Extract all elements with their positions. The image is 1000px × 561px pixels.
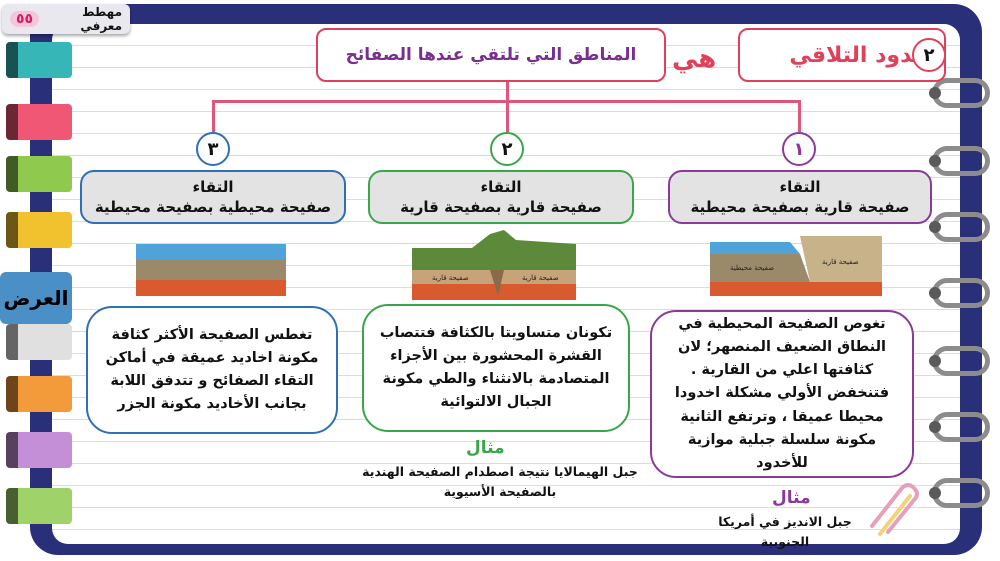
title-number-text: ٢ (923, 44, 935, 66)
diagram-ocean-ocean (136, 244, 286, 296)
type-number-1: ١ (782, 132, 816, 166)
badge-number: ٥٥ (10, 11, 40, 27)
binder-ring (929, 478, 990, 508)
type-number-3-text: ٣ (207, 138, 219, 160)
binder-ring (929, 78, 990, 108)
side-tab[interactable] (6, 488, 72, 524)
example-1-label: مثال (772, 488, 811, 508)
side-tab-edge (6, 432, 18, 468)
mantle-layer (412, 284, 576, 300)
ocean-water (710, 242, 800, 254)
side-tab[interactable] (6, 104, 72, 140)
connector-word: هي (672, 44, 717, 74)
type-1-subtitle: صفيحة قارية بصفيحة محيطية (690, 198, 910, 216)
side-tab-edge (6, 488, 18, 524)
type-number-1-text: ١ (793, 138, 805, 160)
mantle-layer (136, 280, 286, 296)
example-2-label: مثال (466, 438, 505, 458)
connector-line (506, 82, 509, 102)
side-tab[interactable] (6, 324, 72, 360)
side-tab-edge (6, 104, 18, 140)
side-tab[interactable] (6, 432, 72, 468)
description-box-2: تكونان متساويتا بالكثافة فتتصاب القشرة ا… (362, 304, 630, 432)
ocean-plate-label: صفيحة محيطية (730, 264, 774, 272)
binder-ring (929, 412, 990, 442)
side-tab[interactable] (6, 42, 72, 78)
type-number-2-text: ٢ (501, 138, 513, 160)
side-tab-edge (6, 376, 18, 412)
type-number-3: ٣ (196, 132, 230, 166)
binder-ring (929, 146, 990, 176)
description-1-text: تغوص الصفيحة المحيطية في النطاق الضعيف ا… (674, 315, 890, 471)
connector-line (212, 100, 215, 132)
type-3-subtitle: صفيحة محيطية بصفيحة محيطية (94, 198, 332, 216)
binder-ring (929, 212, 990, 242)
oceanic-plates (136, 260, 286, 280)
paperclip-icon (870, 483, 919, 536)
title-number: ٢ (912, 38, 946, 72)
mountain-surface (412, 230, 576, 270)
type-box-1: التقاء صفيحة قارية بصفيحة محيطية (668, 170, 932, 224)
binder-ring (929, 278, 990, 308)
binder-ring (929, 346, 990, 376)
type-3-title: التقاء (192, 177, 234, 196)
type-number-2: ٢ (490, 132, 524, 166)
type-box-2: التقاء صفيحة قارية بصفيحة قارية (368, 170, 634, 224)
right-plate-label: صفيحة قارية (522, 274, 559, 282)
badge-title: مهطط معرفي (80, 5, 122, 33)
continent-plate-label: صفيحة قارية (822, 258, 859, 266)
description-box-1: تغوص الصفيحة المحيطية في النطاق الضعيف ا… (650, 310, 914, 478)
example-1-text: جبل الانديز في أمريكا الجنوبية (718, 514, 852, 549)
side-tab-edge (6, 156, 18, 192)
side-tab[interactable] (6, 376, 72, 412)
lesson-badge: مهطط معرفي ٥٥ (2, 4, 130, 34)
side-tab[interactable] (6, 212, 72, 248)
side-tab-edge (6, 324, 18, 360)
mantle-layer (710, 282, 882, 296)
connector-line (506, 100, 509, 132)
diagram-continent-continent: صفيحة قارية صفيحة قارية (412, 230, 576, 300)
connector-line (798, 100, 801, 132)
description-2-text: تكونان متساويتا بالكثافة فتتصاب القشرة ا… (379, 324, 613, 411)
description-3-text: تغطس الصفيحة الأكثر كثافة مكونة اخاديد ع… (105, 326, 319, 413)
side-tab-edge (6, 212, 18, 248)
type-2-subtitle: صفيحة قارية بصفيحة قارية (400, 198, 602, 216)
side-tab[interactable] (6, 156, 72, 192)
definition-text: المناطق التي تلتقي عندها الصفائح (345, 45, 637, 65)
type-2-title: التقاء (480, 177, 522, 196)
oceanic-plate (710, 254, 810, 282)
diagram-ocean-continent: صفيحة محيطية صفيحة قارية (710, 236, 882, 296)
title-box: حدود التلاقي (738, 28, 946, 82)
page-title: حدود التلاقي (789, 42, 929, 68)
type-1-title: التقاء (779, 177, 821, 196)
tab-presentation[interactable]: العرض (0, 272, 72, 324)
type-box-3: التقاء صفيحة محيطية بصفيحة محيطية (80, 170, 346, 224)
side-tab-edge (6, 42, 18, 78)
ocean-water (136, 244, 286, 260)
continental-plate (800, 236, 882, 282)
tab-presentation-label: العرض (3, 286, 69, 310)
definition-box: المناطق التي تلتقي عندها الصفائح (316, 28, 666, 82)
example-2-text: جبل الهيمالايا نتيجة اصطدام الصفيحة الهن… (362, 464, 638, 499)
description-box-3: تغطس الصفيحة الأكثر كثافة مكونة اخاديد ع… (86, 306, 338, 434)
collision-zone (490, 270, 504, 296)
left-plate-label: صفيحة قارية (432, 274, 469, 282)
